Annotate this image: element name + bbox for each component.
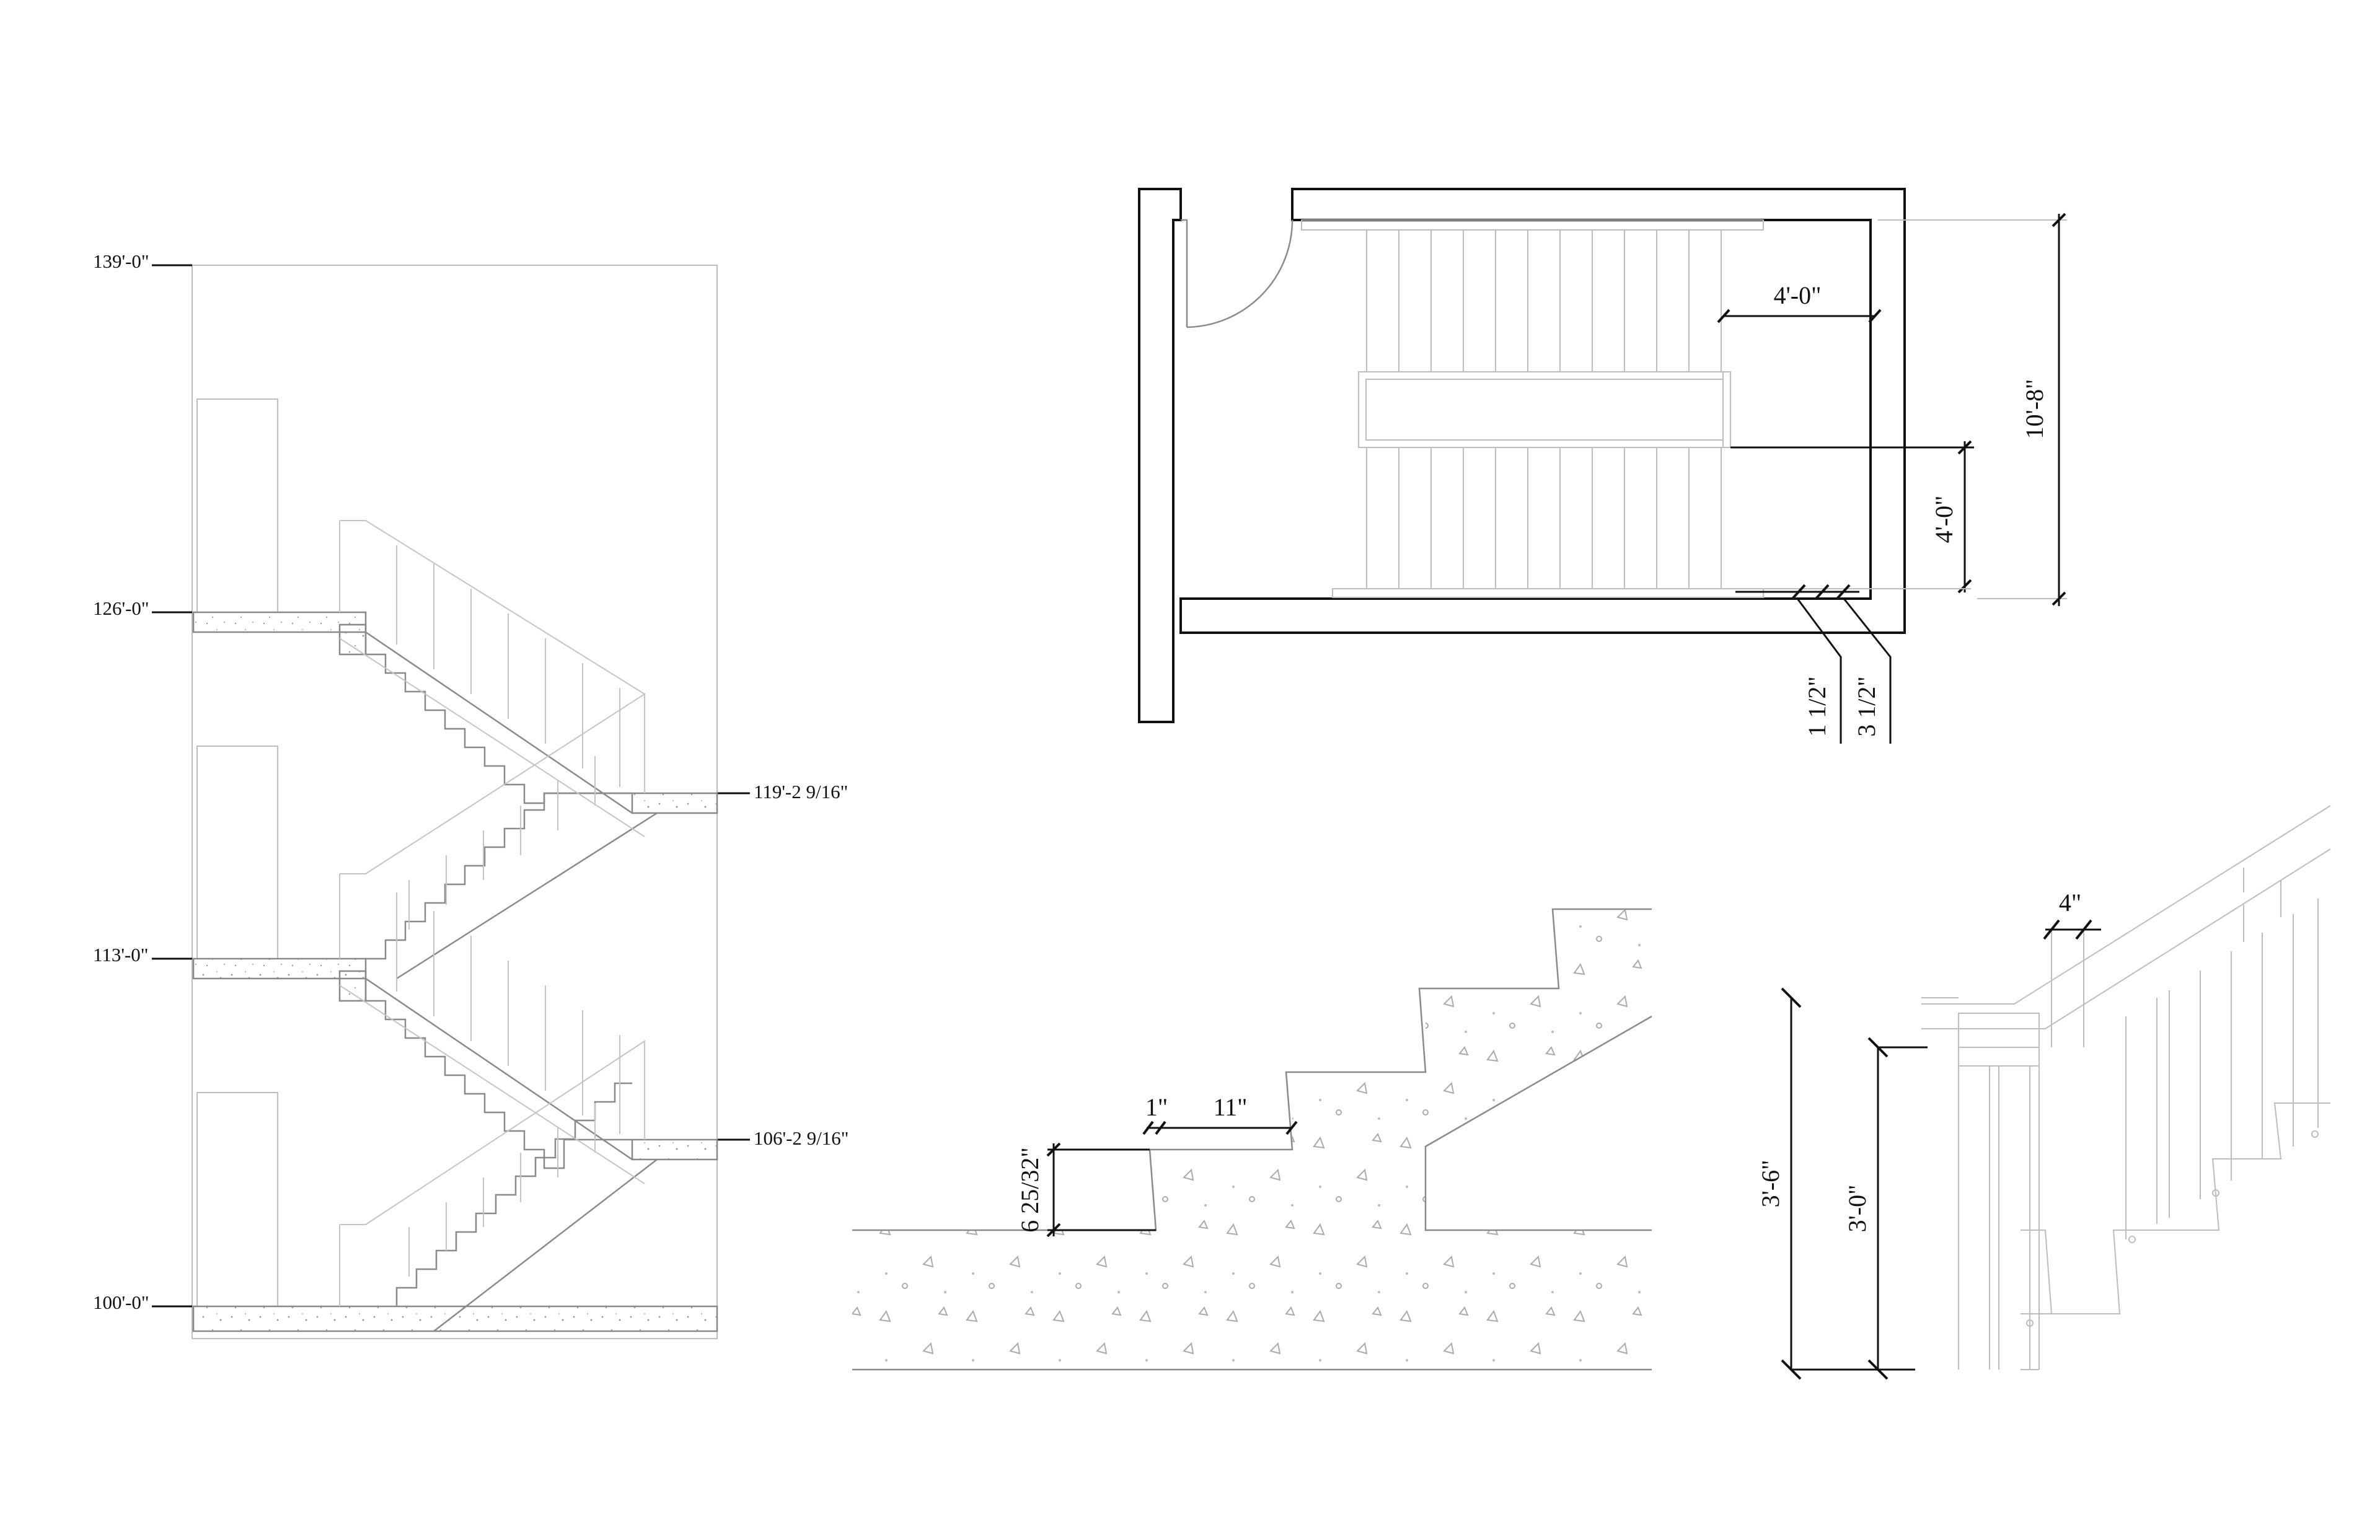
tread-profile	[852, 908, 1652, 1231]
flight-up-2	[366, 792, 658, 980]
flight-down-2	[364, 631, 633, 814]
floor-slabs	[192, 611, 718, 1332]
tread-dim-tread: 11"	[1156, 1093, 1298, 1135]
plan-wall-enclosure	[1179, 188, 1906, 634]
level-label-126: 126'-0"	[93, 597, 149, 619]
plan-dim-landing-text: 4'-0"	[1930, 496, 1958, 543]
plan-dim-overall-text: 10'-8"	[2021, 379, 2048, 439]
plan-dim-rail-offsets: 1 1/2" 3 1/2"	[1735, 584, 1892, 744]
level-label-139: 139'-0"	[93, 250, 149, 272]
plan-dim-run-width-text: 4'-0"	[1774, 281, 1822, 309]
door-middle	[196, 746, 278, 959]
tread-soffit	[1424, 1015, 1652, 1231]
plan-handrail-top	[1301, 219, 1764, 231]
tread-dim-riser-text: 6 25/32"	[1016, 1147, 1044, 1232]
plan-dim-landing: 4'-0"	[1735, 440, 1972, 594]
railing-dim-handrail: 3'-0"	[1843, 1037, 1928, 1380]
railing-dim-baluster: 4"	[2043, 889, 2101, 1047]
plan-dim-run-width: 4'-0"	[1717, 281, 1882, 323]
section-railings	[339, 520, 645, 1306]
plan-dim-wall-gap-text: 3 1/2"	[1853, 676, 1880, 736]
level-label-100: 100'-0"	[93, 1291, 149, 1313]
railing-dim-handrail-text: 3'-0"	[1843, 1185, 1871, 1233]
plan-door-swing	[1181, 219, 1294, 328]
railing-detail: 3'-6" 3'-0" 4"	[1756, 805, 2331, 1380]
plan-treads	[1366, 231, 1724, 589]
door-upper	[196, 398, 278, 613]
tread-detail: 1" 11" 6 25/32"	[852, 908, 1652, 1371]
stair-plan: 4'-0" 10'-8" 4'-0" 1 1/2" 3 1/2"	[1138, 188, 2067, 744]
railing-dim-guard: 3'-6"	[1756, 987, 1959, 1380]
stair-section: 139'-0" 126'-0" 113'-0" 100'-0" 119'-2 9…	[93, 250, 848, 1339]
tread-dim-riser: 6 25/32"	[1016, 1142, 1156, 1238]
landing-label-106: 106'-2 9/16"	[754, 1127, 848, 1149]
plan-center-rail	[1358, 371, 1731, 448]
railing-geometry	[1921, 805, 2331, 1370]
plan-dim-handrail-offset-text: 1 1/2"	[1803, 676, 1831, 736]
tread-dim-tread-text: 11"	[1214, 1093, 1248, 1121]
flight-down-1	[364, 977, 633, 1169]
landing-label-119: 119'-2 9/16"	[754, 781, 848, 803]
plan-wall-left	[1138, 188, 1182, 723]
door-lower	[196, 1092, 278, 1307]
railing-dim-guard-text: 3'-6"	[1756, 1160, 1784, 1208]
plan-dim-overall: 10'-8"	[1878, 213, 2067, 606]
railing-dim-baluster-text: 4"	[2059, 889, 2081, 917]
tread-dim-nosing-text: 1"	[1145, 1093, 1168, 1121]
plan-handrail-bottom	[1332, 588, 1764, 598]
level-label-113: 113'-0"	[93, 944, 148, 966]
flight-up-1	[395, 1082, 658, 1332]
